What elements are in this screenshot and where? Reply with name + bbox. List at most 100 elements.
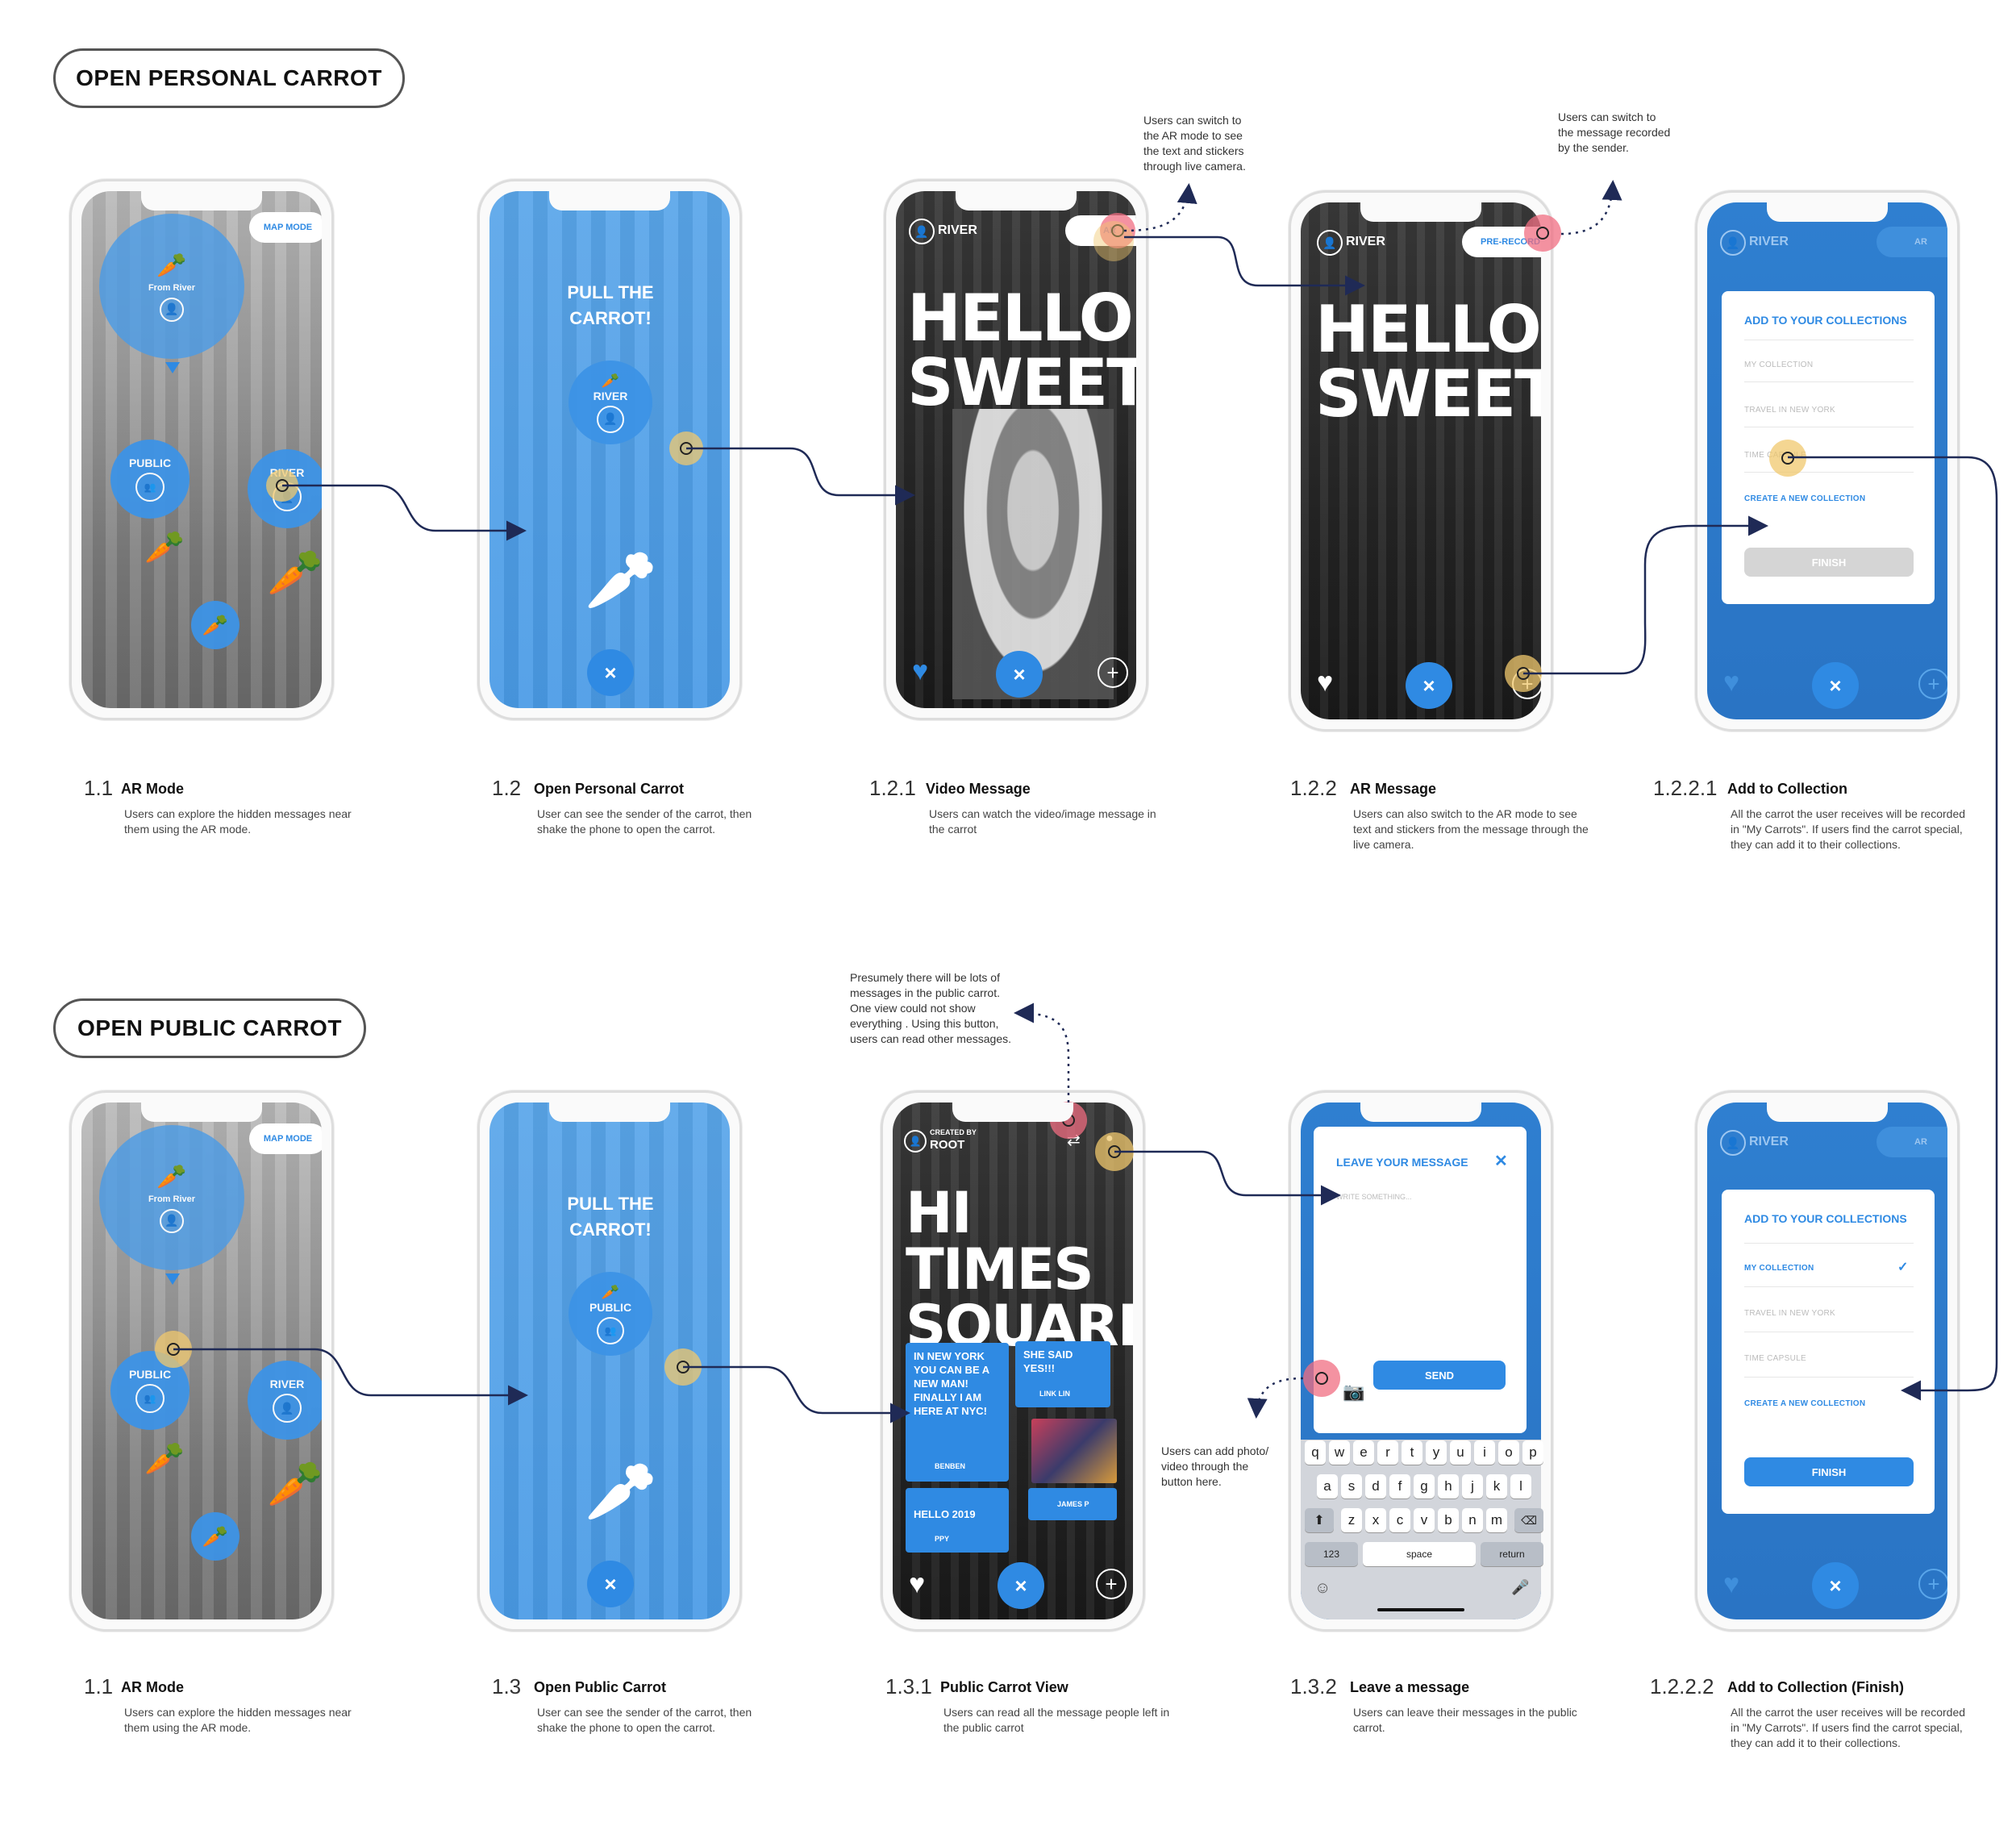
- step-desc: Users can explore the hidden messages ne…: [124, 807, 352, 836]
- river-label: RIVER: [593, 389, 628, 402]
- step-number: 1.3.1: [885, 1674, 932, 1699]
- key[interactable]: p: [1522, 1440, 1543, 1465]
- hotspot-pre-record[interactable]: [1524, 215, 1561, 252]
- carrot-bubble[interactable]: 🥕: [191, 1512, 240, 1561]
- key[interactable]: l: [1510, 1474, 1531, 1498]
- map-mode-button[interactable]: MAP MODE: [249, 212, 322, 243]
- carrot-bubble[interactable]: 🥕: [191, 601, 240, 649]
- shift-key[interactable]: ⬆: [1305, 1508, 1334, 1532]
- map-mode-button[interactable]: MAP MODE: [249, 1123, 322, 1154]
- step-number: 1.3: [492, 1674, 522, 1699]
- key[interactable]: o: [1498, 1440, 1519, 1465]
- collection-row[interactable]: MY COLLECTION: [1744, 361, 1814, 369]
- collections-card: ADD TO YOUR COLLECTIONS MY COLLECTION ✓ …: [1722, 1190, 1935, 1514]
- close-icon[interactable]: ✕: [1494, 1153, 1508, 1170]
- ar-mode-button[interactable]: AR: [1876, 1127, 1947, 1157]
- key[interactable]: c: [1389, 1508, 1410, 1532]
- key[interactable]: n: [1462, 1508, 1483, 1532]
- close-button[interactable]: ×: [1812, 1562, 1859, 1609]
- close-button[interactable]: ×: [587, 1561, 634, 1607]
- key[interactable]: z: [1341, 1508, 1362, 1532]
- public-bubble[interactable]: PUBLIC 👥: [110, 440, 190, 519]
- key[interactable]: y: [1426, 1440, 1447, 1465]
- message-tile[interactable]: JAMES P: [1028, 1488, 1117, 1520]
- collection-row[interactable]: TRAVEL IN NEW YORK: [1744, 406, 1836, 415]
- key[interactable]: i: [1474, 1440, 1495, 1465]
- key[interactable]: f: [1389, 1474, 1410, 1498]
- key[interactable]: q: [1305, 1440, 1326, 1465]
- finish-button[interactable]: FINISH: [1744, 1457, 1914, 1486]
- note-ar-mode: Users can switch to the AR mode to see t…: [1143, 114, 1246, 173]
- key[interactable]: u: [1450, 1440, 1471, 1465]
- message-headline: HELLO SWEETIE: [907, 281, 1136, 420]
- key[interactable]: e: [1353, 1440, 1374, 1465]
- carrot-icon: 🥕: [585, 1460, 657, 1524]
- sender-bubble[interactable]: 🥕 From River 👤: [99, 1125, 244, 1270]
- close-button[interactable]: ×: [587, 649, 634, 696]
- hotspot-camera[interactable]: [1303, 1360, 1340, 1397]
- connector: [173, 1348, 528, 1406]
- hotspot-ar[interactable]: [1100, 213, 1135, 248]
- close-button[interactable]: ×: [998, 1562, 1044, 1609]
- message-input[interactable]: WRITE SOMETHING...: [1336, 1193, 1412, 1201]
- mic-icon[interactable]: 🎤: [1511, 1579, 1530, 1595]
- carrot-icon: 🥕: [144, 1441, 185, 1477]
- key[interactable]: s: [1341, 1474, 1362, 1498]
- collection-row[interactable]: TIME CAPSULE: [1744, 1354, 1806, 1363]
- close-button[interactable]: ×: [1812, 662, 1859, 709]
- key[interactable]: v: [1414, 1508, 1435, 1532]
- close-button[interactable]: ×: [996, 651, 1043, 698]
- message-tile[interactable]: HELLO 2019 PPY: [906, 1488, 1009, 1553]
- key[interactable]: w: [1329, 1440, 1350, 1465]
- add-button[interactable]: +: [1098, 657, 1128, 688]
- send-button[interactable]: SEND: [1373, 1361, 1506, 1390]
- key[interactable]: d: [1365, 1474, 1386, 1498]
- key[interactable]: h: [1438, 1474, 1459, 1498]
- collection-row[interactable]: TRAVEL IN NEW YORK: [1744, 1309, 1836, 1318]
- key[interactable]: b: [1438, 1508, 1459, 1532]
- heart-icon[interactable]: ♥: [1723, 667, 1740, 698]
- key[interactable]: a: [1317, 1474, 1338, 1498]
- camera-icon[interactable]: 📷: [1343, 1382, 1365, 1402]
- delete-key[interactable]: ⌫: [1514, 1508, 1543, 1532]
- emoji-icon[interactable]: ☺: [1314, 1579, 1331, 1597]
- sender-bubble[interactable]: 🥕 From River 👤: [99, 214, 244, 359]
- add-button[interactable]: +: [1918, 1569, 1947, 1599]
- river-bubble[interactable]: 🥕 RIVER 👤: [569, 361, 652, 444]
- numbers-key[interactable]: 123: [1305, 1542, 1358, 1566]
- create-collection-link[interactable]: CREATE A NEW COLLECTION: [1744, 494, 1866, 503]
- key[interactable]: g: [1414, 1474, 1435, 1498]
- return-key[interactable]: return: [1481, 1542, 1543, 1566]
- key[interactable]: k: [1486, 1474, 1507, 1498]
- finish-button[interactable]: FINISH: [1744, 548, 1914, 577]
- note-photo: Users can add photo/ video through the b…: [1161, 1444, 1269, 1488]
- close-button[interactable]: ×: [1406, 662, 1452, 709]
- message-tile[interactable]: SHE SAID YES!!! LINK LIN: [1015, 1341, 1110, 1407]
- key[interactable]: m: [1486, 1508, 1507, 1532]
- user-name: RIVER: [1749, 235, 1789, 248]
- ar-mode-button[interactable]: AR: [1876, 227, 1947, 257]
- heart-icon[interactable]: ♥: [912, 656, 929, 686]
- photo-tile[interactable]: [1031, 1419, 1117, 1483]
- step-title: Add to Collection: [1727, 781, 1847, 797]
- heart-icon[interactable]: ♥: [1723, 1569, 1740, 1599]
- river-bubble[interactable]: RIVER 👤: [248, 1361, 322, 1440]
- key[interactable]: r: [1377, 1440, 1398, 1465]
- space-key[interactable]: space: [1363, 1542, 1476, 1566]
- key[interactable]: t: [1402, 1440, 1422, 1465]
- message-tile[interactable]: IN NEW YORK YOU CAN BE A NEW MAN! FINALL…: [906, 1343, 1009, 1482]
- from-label: From River: [148, 1194, 196, 1204]
- key[interactable]: x: [1365, 1508, 1386, 1532]
- key[interactable]: j: [1462, 1474, 1483, 1498]
- user-icon: 👤: [1720, 1130, 1746, 1156]
- add-button[interactable]: +: [1096, 1569, 1127, 1599]
- heart-icon[interactable]: ♥: [909, 1569, 926, 1599]
- carrot-icon: 🥕: [601, 1283, 620, 1300]
- connector: [686, 447, 915, 506]
- collection-row[interactable]: MY COLLECTION: [1744, 1264, 1814, 1273]
- public-label: PUBLIC: [128, 1368, 172, 1381]
- create-collection-link[interactable]: CREATE A NEW COLLECTION: [1744, 1399, 1866, 1408]
- heart-icon[interactable]: ♥: [1317, 667, 1334, 698]
- public-bubble[interactable]: 🥕 PUBLIC 👥: [569, 1272, 652, 1356]
- add-button[interactable]: +: [1918, 669, 1947, 699]
